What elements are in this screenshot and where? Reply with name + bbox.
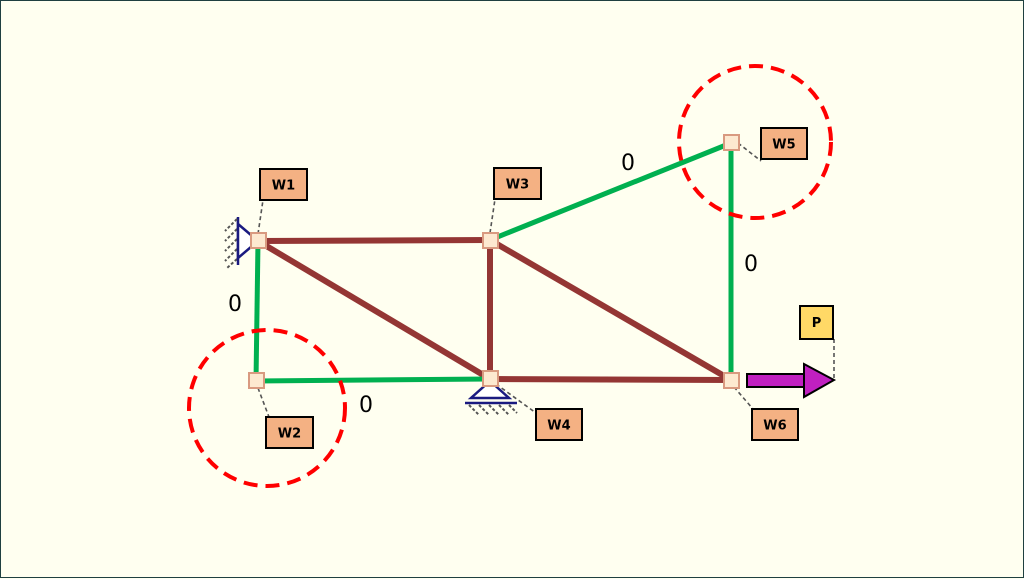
node-w1[interactable]: [250, 232, 267, 249]
node-w3[interactable]: [482, 232, 499, 249]
load-arrow-icon: [746, 362, 837, 399]
label-load-p-text: P: [812, 316, 822, 331]
roller-support-w4-icon: [465, 379, 518, 416]
label-w6: W6: [751, 408, 799, 441]
node-w6[interactable]: [723, 372, 740, 389]
label-w3-text: W3: [506, 178, 529, 193]
member-w1-w4: [256, 238, 492, 382]
member-w3-w6: [488, 237, 733, 383]
label-w6-text: W6: [763, 419, 786, 434]
member-w1-w2: [253, 240, 261, 382]
highlight-circle-w2: [187, 328, 347, 488]
node-w4[interactable]: [482, 370, 499, 387]
pin-support-w1-icon: [224, 217, 260, 269]
node-w5[interactable]: [723, 134, 740, 151]
member-w2-w4: [255, 376, 491, 384]
member-w1-w3: [257, 237, 491, 244]
zero-label-w2-w4: 0: [359, 393, 373, 418]
label-w2-text: W2: [278, 427, 301, 442]
highlight-circle-w5: [677, 64, 833, 220]
member-w4-w6: [489, 376, 732, 383]
members: [253, 140, 734, 384]
node-w2[interactable]: [248, 372, 265, 389]
label-w4: W4: [535, 408, 583, 441]
label-load-p: P: [799, 305, 834, 340]
label-w5-text: W5: [772, 138, 795, 153]
zero-label-w5-w6: 0: [744, 252, 758, 277]
leader-lines: [257, 142, 835, 418]
zero-label-w1-w2: 0: [228, 292, 242, 317]
nodes: [248, 134, 740, 389]
label-w3: W3: [493, 167, 542, 200]
label-w1: W1: [259, 168, 308, 201]
member-w3-w5: [489, 140, 732, 243]
label-w2: W2: [265, 416, 314, 449]
label-w1-text: W1: [272, 179, 295, 194]
label-w5: W5: [760, 127, 808, 160]
label-w4-text: W4: [547, 419, 570, 434]
zero-label-w3-w5: 0: [621, 151, 635, 176]
